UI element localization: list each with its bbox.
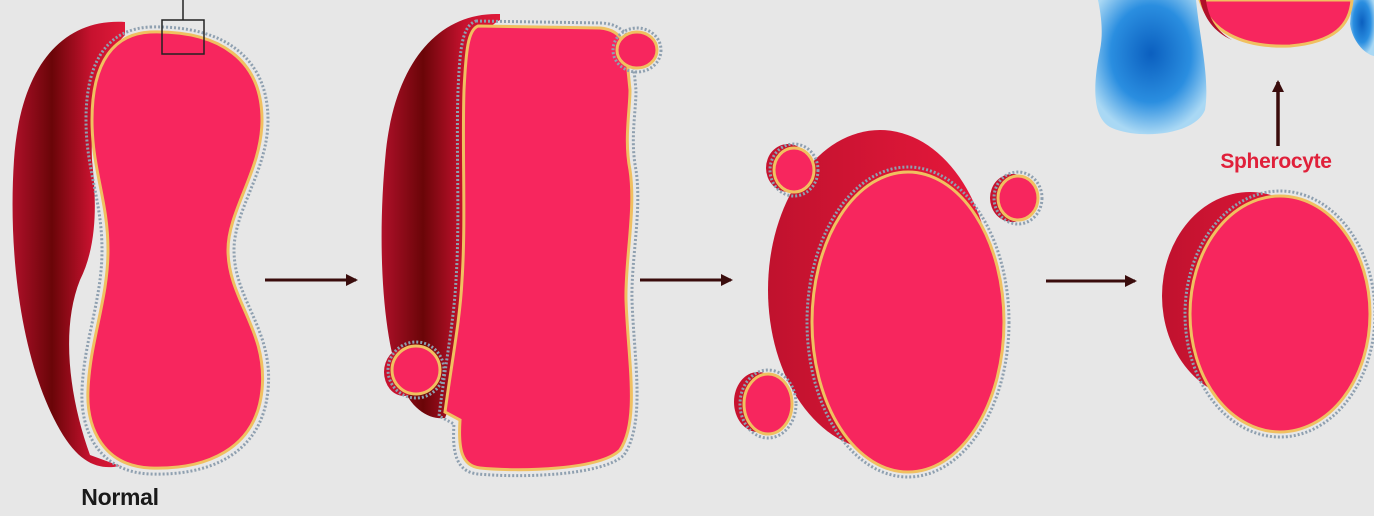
spherocyte-cell-face [1190, 196, 1370, 432]
macrophage-body-right [1350, 0, 1374, 56]
label-normal: Normal [60, 484, 180, 511]
normal-cell-face [88, 32, 263, 468]
macrophage-body-left [1095, 0, 1206, 134]
macrophage [1095, 0, 1374, 134]
spherocyte-cell [1162, 191, 1374, 437]
budding-vesicle-top [617, 32, 657, 68]
budding-cell [382, 14, 661, 476]
vesicle-bottom-left [734, 370, 796, 438]
budding-vesicle-bottom [392, 346, 440, 394]
label-spherocyte: Spherocyte [1196, 150, 1356, 174]
vesiculating-cell [734, 130, 1042, 477]
vesicle-top-right [990, 172, 1042, 224]
vesiculating-cell-face [812, 172, 1004, 472]
vesicle-top-left [766, 144, 818, 196]
engulfed-cell [1200, 0, 1352, 46]
budding-cell-face [445, 26, 632, 470]
normal-cell [13, 0, 269, 474]
